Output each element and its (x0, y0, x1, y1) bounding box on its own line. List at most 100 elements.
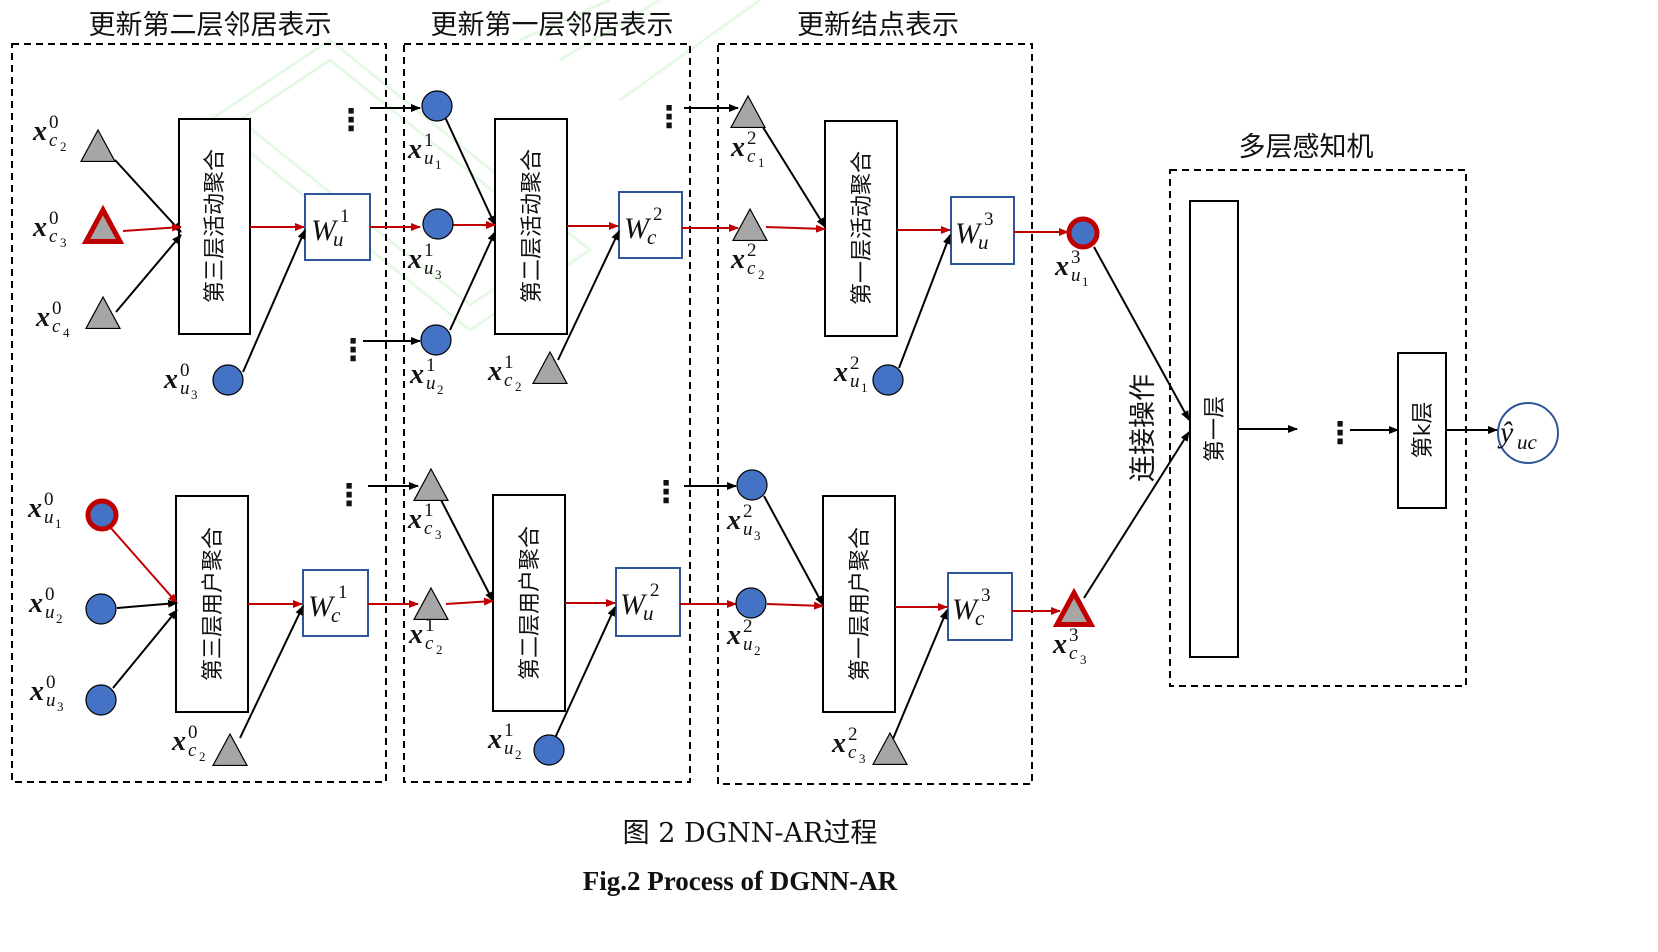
svg-text:x: x (407, 244, 422, 275)
svg-text:1: 1 (504, 352, 514, 373)
edge-e-xu2-agg3b (766, 601, 824, 610)
svg-text:1: 1 (338, 582, 348, 603)
svg-text:2: 2 (743, 501, 753, 522)
svg-text:2: 2 (743, 616, 753, 637)
svg-text:u: u (424, 258, 434, 279)
svg-text:1: 1 (340, 206, 350, 227)
svg-text:W: W (952, 593, 980, 626)
edge-e-xu1-agg2 (444, 116, 496, 226)
edge-e-xc3-agg2b (439, 497, 494, 602)
svg-text:W: W (624, 212, 652, 245)
node-activity-c2-2 (731, 207, 769, 242)
svg-text:2: 2 (754, 643, 761, 658)
svg-text:c: c (49, 130, 58, 151)
group3-box (717, 43, 1033, 785)
svg-text:x: x (487, 356, 502, 387)
edge-e-xc3-mlp (1083, 431, 1190, 599)
node-user-u2-0 (85, 593, 117, 625)
svg-text:3: 3 (435, 527, 442, 542)
svg-text:0: 0 (44, 489, 54, 510)
edge-e-u2-agg1b (116, 599, 178, 609)
svg-text:1: 1 (504, 720, 514, 741)
svg-text:x: x (32, 212, 47, 243)
node-activity-c2-0-bottom (211, 732, 249, 767)
group2-box (403, 43, 691, 783)
concat-label: 连接操作 (1128, 374, 1159, 482)
svg-text:u: u (504, 738, 514, 759)
svg-text:3: 3 (57, 699, 64, 714)
svg-text:uc: uc (1517, 430, 1538, 454)
aggregator-3-top: 第一层活动聚合 (824, 120, 898, 337)
svg-text:2: 2 (850, 353, 860, 374)
svg-text:x: x (831, 728, 846, 759)
svg-text:u: u (643, 601, 654, 625)
aggregator-3-bottom-label: 第一层用户聚合 (848, 527, 873, 681)
svg-text:x: x (35, 302, 50, 333)
dots-6: ⋮ (1325, 416, 1355, 451)
svg-text:2: 2 (437, 382, 444, 397)
svg-text:3: 3 (435, 267, 442, 282)
weight-box-1-bottom: W c 1 (302, 569, 369, 637)
node-user-u3-0-top (212, 364, 244, 396)
svg-text:0: 0 (188, 722, 198, 743)
dots-1: ⋮ (336, 103, 366, 138)
edge-e-xc2-agg3 (765, 224, 826, 233)
svg-text:3: 3 (981, 585, 991, 606)
dots-5: ⋮ (651, 475, 681, 510)
svg-text:3: 3 (1069, 625, 1079, 646)
svg-text:1: 1 (1082, 274, 1089, 289)
node-activity-c2-1 (412, 586, 450, 621)
weight-box-1-top: W u 1 (304, 193, 371, 261)
edges (109, 104, 1498, 747)
svg-text:3: 3 (1080, 652, 1087, 667)
svg-text:u: u (978, 230, 989, 254)
svg-text:x: x (27, 493, 42, 524)
svg-text:2: 2 (515, 379, 522, 394)
svg-text:1: 1 (861, 380, 868, 395)
svg-text:1: 1 (425, 615, 435, 636)
svg-text:c: c (49, 226, 58, 247)
svg-text:1: 1 (426, 355, 436, 376)
edge-e-c4-agg1 (115, 234, 182, 313)
svg-text:x: x (833, 357, 848, 388)
group3-title: 更新结点表示 (797, 10, 959, 41)
node-user-u1-0 (85, 498, 119, 532)
output-node: ŷ uc (1497, 402, 1559, 464)
svg-text:1: 1 (424, 500, 434, 521)
svg-text:x: x (726, 620, 741, 651)
dots-3: ⋮ (334, 478, 364, 513)
aggregator-2-bottom-label: 第二层用户聚合 (518, 526, 543, 680)
svg-text:2: 2 (747, 128, 757, 149)
svg-text:x: x (28, 588, 43, 619)
svg-text:4: 4 (63, 325, 70, 340)
svg-text:1: 1 (758, 155, 765, 170)
edge-e-c3-w3b (889, 609, 948, 747)
node-user-u2-2 (735, 587, 767, 619)
node-activity-c1-2 (729, 94, 767, 129)
svg-text:u: u (46, 690, 56, 711)
mlp-layer-1-label: 第一层 (1203, 396, 1228, 462)
svg-text:x: x (1052, 629, 1067, 660)
svg-text:2: 2 (650, 580, 660, 601)
svg-text:0: 0 (52, 298, 62, 319)
node-user-u3-0 (85, 684, 117, 716)
svg-text:2: 2 (60, 139, 67, 154)
svg-text:u: u (180, 378, 190, 399)
svg-text:c: c (647, 225, 657, 249)
svg-text:1: 1 (55, 516, 62, 531)
svg-text:u: u (333, 227, 344, 251)
svg-text:0: 0 (49, 112, 59, 133)
svg-text:2: 2 (515, 747, 522, 762)
